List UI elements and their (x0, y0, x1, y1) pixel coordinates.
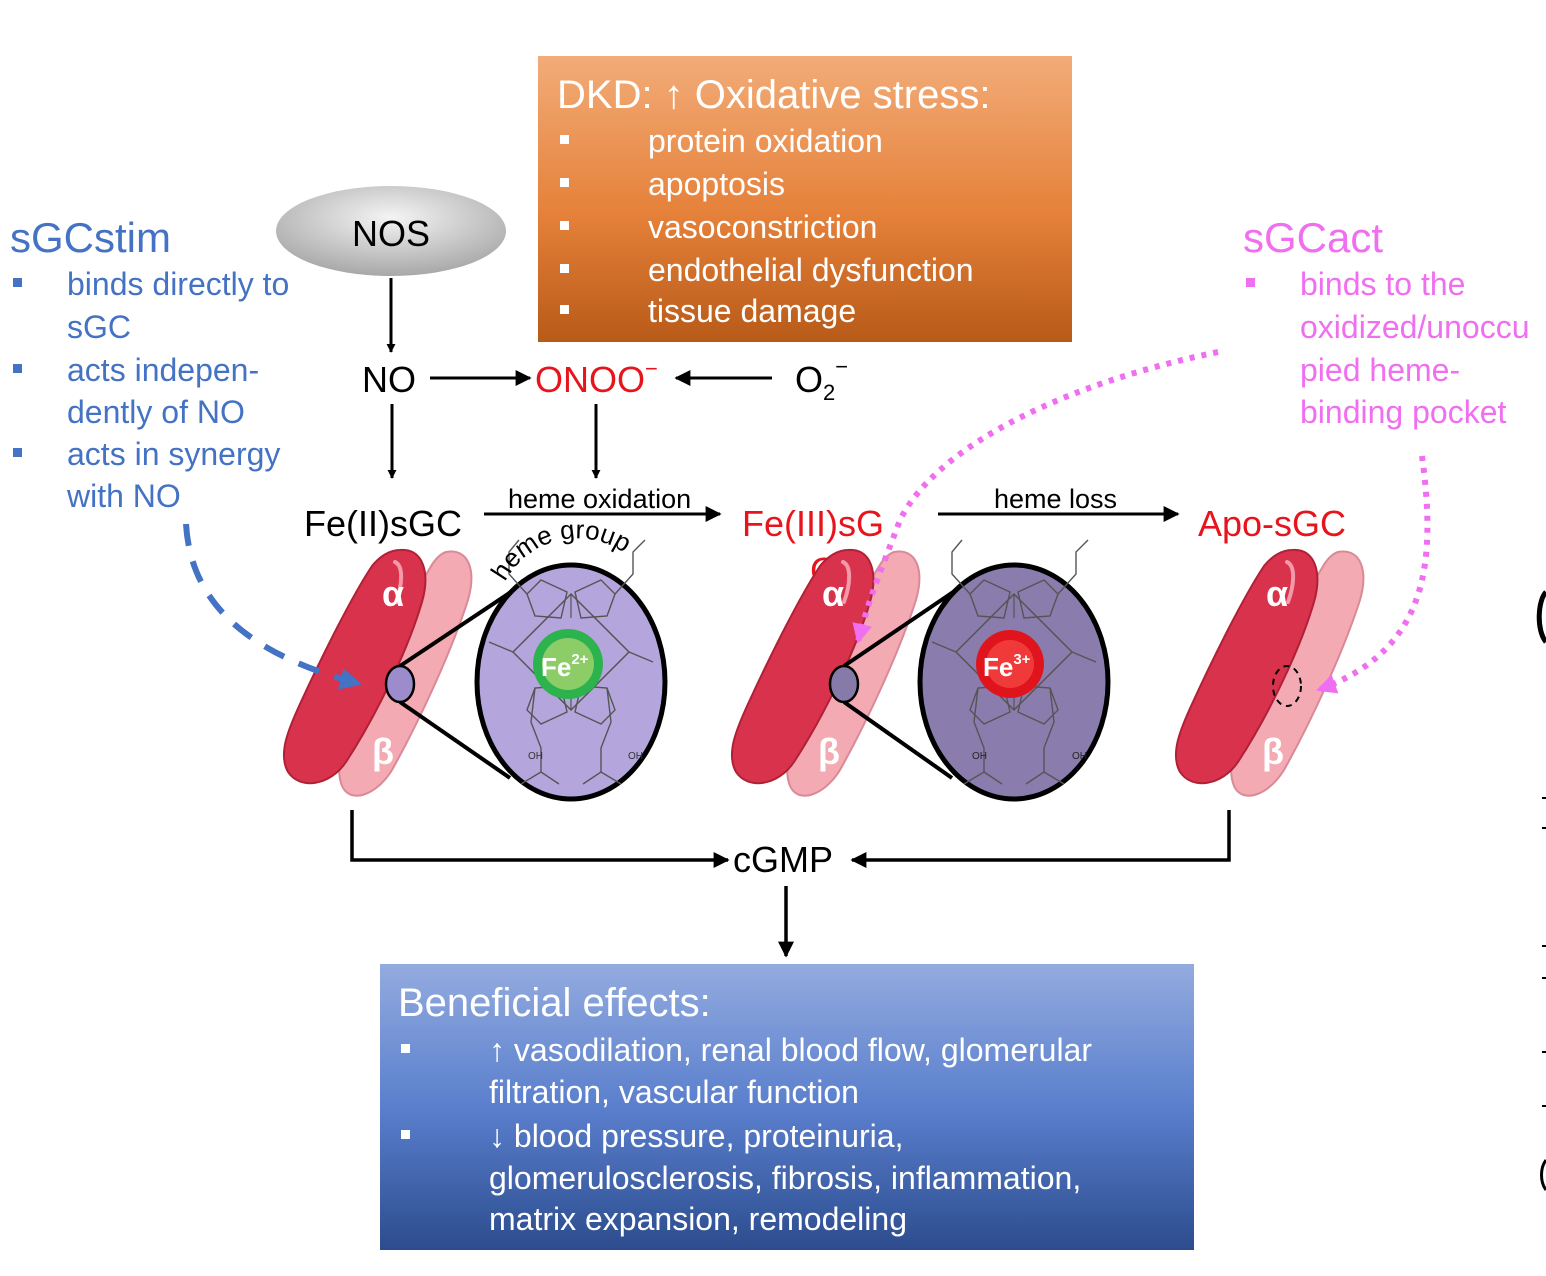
cgmp-label: cGMP (733, 839, 833, 880)
no-label: NO (362, 359, 416, 400)
oxidative-stress-list: protein oxidation apoptosis vasoconstric… (560, 123, 974, 329)
fe2-ion-label: Fe2+ (541, 651, 589, 682)
sgc-stim-line: binds directly to (67, 266, 289, 302)
beta-label: β (1262, 731, 1284, 772)
sgc-stim-line: with NO (66, 478, 181, 514)
superoxide-label: O2− (795, 354, 848, 405)
empty-heme-pocket (1272, 665, 1302, 707)
heme-pocket (384, 664, 416, 704)
fe2-sgc-label: Fe(II)sGC (304, 503, 462, 544)
peroxynitrite-label: ONOO− (535, 356, 658, 400)
sgc-stim-line: acts in synergy (67, 436, 280, 472)
oh-label: OH (628, 751, 643, 762)
fe3-ion-label: Fe3+ (983, 651, 1031, 682)
sgc-act-line: binds to the (1300, 266, 1465, 302)
heme-oxidation-label: heme oxidation (508, 484, 691, 514)
oxidative-stress-box: DKD: ↑ Oxidative stress: protein oxidati… (538, 56, 1072, 342)
beneficial-line: ↓ blood pressure, proteinuria, (489, 1118, 903, 1154)
sgc-stim-line: acts indepen- (67, 352, 259, 388)
oxidative-item: endothelial dysfunction (648, 252, 974, 288)
alpha-subunit (283, 548, 427, 785)
alpha-label: α (382, 573, 404, 614)
sgc-stim-arrow (183, 523, 363, 690)
oh-label: OH (528, 751, 543, 762)
sgc-activator-block: sGCact binds to the oxidized/unoccu pied… (1243, 214, 1529, 430)
sgc-stimulator-block: sGCstim binds directly to sGC acts indep… (10, 214, 289, 514)
alpha-label: α (822, 573, 844, 614)
oh-label: OH (972, 751, 987, 762)
connector-fe2-to-cgmp (350, 810, 730, 868)
sgc-act-title: sGCact (1243, 214, 1383, 261)
beneficial-line: filtration, vascular function (489, 1074, 859, 1110)
nos-node: NOS (276, 186, 506, 276)
alpha-subunit (1175, 548, 1319, 785)
oh-label: OH (1072, 751, 1087, 762)
oxidative-stress-title: DKD: ↑ Oxidative stress: (557, 73, 990, 117)
oxidative-item: vasoconstriction (648, 209, 877, 245)
beneficial-line: glomerulosclerosis, fibrosis, inflammati… (489, 1160, 1081, 1196)
apo-sgc-enzyme: α β (1175, 548, 1365, 797)
cropped-edge-fragments (1536, 590, 1546, 1191)
beta-label: β (818, 731, 840, 772)
fe3-sgc-label: Fe(III)sG (742, 503, 884, 544)
apo-sgc-label: Apo-sGC (1198, 503, 1346, 544)
beneficial-line: matrix expansion, remodeling (489, 1201, 907, 1237)
sgc-act-line: oxidized/unoccu (1300, 309, 1529, 345)
sgc-act-arrow-apo (1316, 455, 1431, 694)
sgc-stim-line: dently of NO (67, 394, 245, 430)
heme-pocket (828, 664, 860, 704)
oxidative-item: protein oxidation (648, 123, 883, 159)
connector-apo-to-cgmp (850, 810, 1231, 868)
sgc-act-line: binding pocket (1300, 394, 1506, 430)
sgc-stim-line: sGC (67, 309, 131, 345)
alpha-label: α (1266, 573, 1288, 614)
beneficial-effects-box: Beneficial effects: ↑ vasodilation, rena… (380, 964, 1194, 1250)
sgc-act-line: pied heme- (1300, 352, 1460, 388)
beta-label: β (372, 731, 394, 772)
heme-loss-label: heme loss (994, 484, 1117, 514)
fe3-sgc-enzyme: α β OH OH Fe3+ (731, 539, 1111, 802)
oxidative-item: tissue damage (648, 293, 856, 329)
nos-label: NOS (352, 213, 430, 254)
beneficial-line: ↑ vasodilation, renal blood flow, glomer… (489, 1032, 1092, 1068)
beneficial-title: Beneficial effects: (398, 981, 711, 1025)
oxidative-item: apoptosis (648, 166, 785, 202)
sgc-stim-title: sGCstim (10, 214, 171, 261)
fe2-sgc-enzyme: α β OH OH Fe2+ heme group (283, 514, 668, 802)
sgc-act-arrow-fe3 (852, 349, 1219, 644)
